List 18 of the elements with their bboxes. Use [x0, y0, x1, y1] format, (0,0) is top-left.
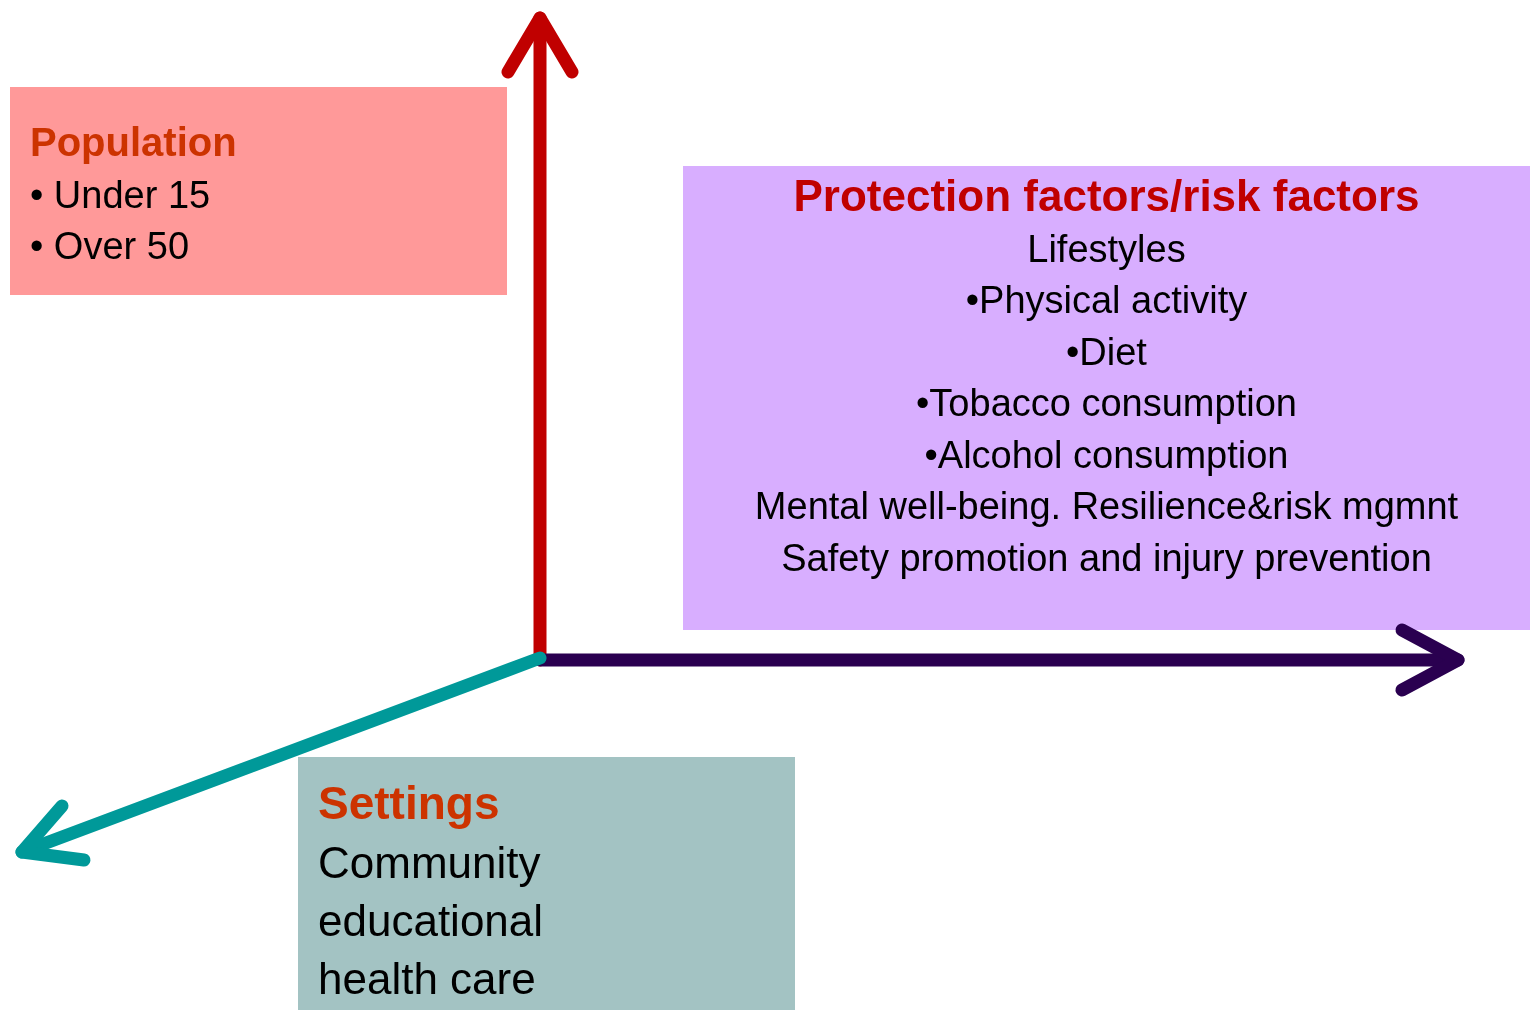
- list-item: •Physical activity: [965, 278, 1248, 323]
- box-heading: Protection factors/risk factors: [793, 170, 1420, 222]
- box-heading: Population: [30, 119, 237, 166]
- list-item: •Tobacco consumption: [916, 381, 1297, 426]
- text-box: [10, 87, 507, 295]
- text-box: [683, 166, 1530, 630]
- list-item: Lifestyles: [1027, 226, 1186, 272]
- list-item: •Alcohol consumption: [924, 432, 1289, 478]
- list-item: •Diet: [1066, 329, 1147, 375]
- list-item: Community: [318, 837, 541, 889]
- list-item: • Under 15: [30, 173, 211, 218]
- list-item: educational: [318, 895, 544, 947]
- list-item: health care: [318, 953, 536, 1005]
- box-heading: Settings: [318, 776, 500, 831]
- list-item: Mental well-being. Resilience&risk mgmnt: [754, 484, 1459, 529]
- list-item: • Over 50: [30, 224, 190, 269]
- list-item: Safety promotion and injury prevention: [781, 535, 1432, 581]
- text-box: [298, 757, 795, 1010]
